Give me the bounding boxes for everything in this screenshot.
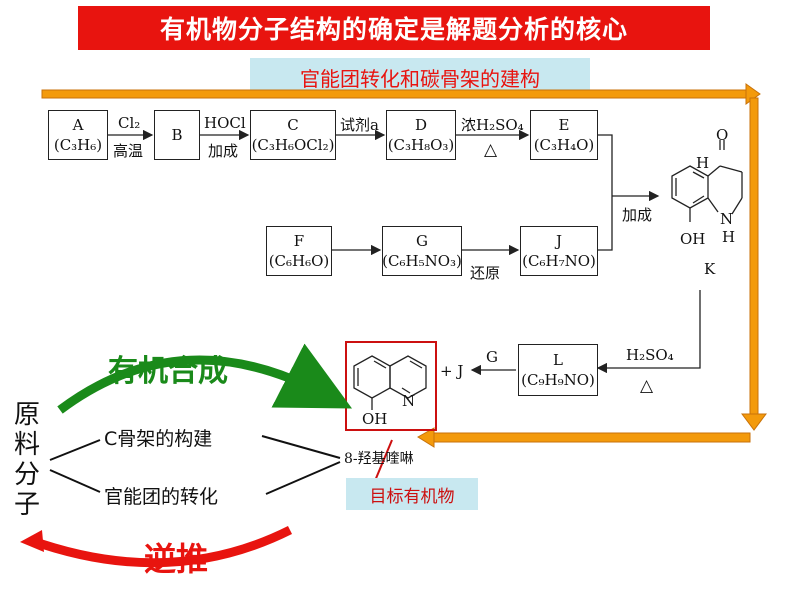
green-synthesis-arrow	[57, 343, 353, 414]
functional-group-label: 官能团的转化	[104, 486, 219, 508]
box-E-name: E	[558, 116, 570, 134]
gj-bottom-label: 还原	[470, 264, 501, 282]
box-D-formula: (C₃H₈O₃)	[387, 136, 455, 154]
box-D-name: D	[414, 116, 428, 134]
k-label: K	[704, 260, 716, 278]
page-title: 有机物分子结构的确定是解题分析的核心	[78, 6, 710, 50]
box-C: C (C₃H₆OCl₂)	[250, 110, 336, 160]
ab-top-label: Cl₂	[118, 114, 141, 132]
box-A-name: A	[72, 116, 84, 134]
quinoline-atom-n: N	[402, 392, 416, 410]
k-atom-h: H	[696, 154, 710, 172]
box-A-formula: (C₃H₆)	[53, 136, 103, 154]
red-retro-arrow	[28, 525, 293, 568]
synthesis-label: 有机合成	[108, 354, 228, 389]
box-G: G (C₆H₅NO₃)	[382, 226, 462, 276]
box-E: E (C₃H₄O)	[530, 110, 598, 160]
target-label: 目标有机物	[346, 478, 478, 510]
box-A: A (C₃H₆)	[48, 110, 108, 160]
cd-top-label: 试剂a	[340, 116, 379, 134]
kl-bottom-label: △	[640, 376, 654, 396]
branch-lines	[49, 435, 341, 495]
carbon-skeleton-label: C骨架的构建	[104, 428, 213, 450]
plus-j-label: + J	[440, 362, 464, 380]
quinoline-atom-oh: OH	[362, 410, 388, 428]
ab-bottom-label: 高温	[113, 142, 144, 160]
box-C-name: C	[287, 116, 299, 134]
quinoline-structure	[353, 355, 427, 410]
box-L-name: L	[553, 351, 563, 369]
raw-material-label: 原料分子	[14, 400, 41, 520]
retrosynthesis-label: 逆推	[144, 540, 209, 578]
target-molecule-frame	[345, 341, 437, 431]
box-J-name: J	[555, 232, 562, 250]
de-bottom-label: △	[484, 140, 498, 160]
box-L-formula: (C₉H₉NO)	[521, 371, 595, 389]
k-structure	[671, 140, 743, 222]
box-J-formula: (C₆H₇NO)	[522, 252, 596, 270]
bc-top-label: HOCl	[204, 114, 246, 132]
row1-arrows	[108, 129, 660, 251]
box-C-formula: (C₃H₆OCl₂)	[251, 136, 335, 154]
addition-label: 加成	[622, 206, 653, 224]
orange-flow-arrow	[41, 83, 767, 448]
box-B-name: B	[171, 126, 183, 144]
box-B: B	[154, 110, 200, 160]
box-G-formula: (C₆H₅NO₃)	[382, 252, 462, 270]
red-arrow-head	[20, 530, 44, 552]
box-D: D (C₃H₈O₃)	[386, 110, 456, 160]
box-E-formula: (C₃H₄O)	[533, 136, 595, 154]
product-name: 8-羟基喹啉	[344, 451, 414, 467]
box-G-name: G	[416, 232, 428, 250]
bc-bottom-label: 加成	[208, 142, 239, 160]
k-atom-oh: OH	[680, 230, 706, 248]
lg-top-label: G	[486, 348, 498, 366]
de-top-label: 浓H₂SO₄	[461, 116, 524, 134]
box-J: J (C₆H₇NO)	[520, 226, 598, 276]
box-F: F (C₆H₆O)	[266, 226, 332, 276]
box-L: L (C₉H₉NO)	[518, 344, 598, 396]
k-atom-nh-h: H	[722, 228, 736, 246]
box-F-formula: (C₆H₆O)	[268, 252, 330, 270]
k-atom-o: O	[716, 126, 729, 144]
row3-arrows	[470, 290, 701, 376]
kl-top-label: H₂SO₄	[626, 346, 674, 364]
box-F-name: F	[293, 232, 305, 250]
k-atom-n: N	[720, 210, 734, 228]
